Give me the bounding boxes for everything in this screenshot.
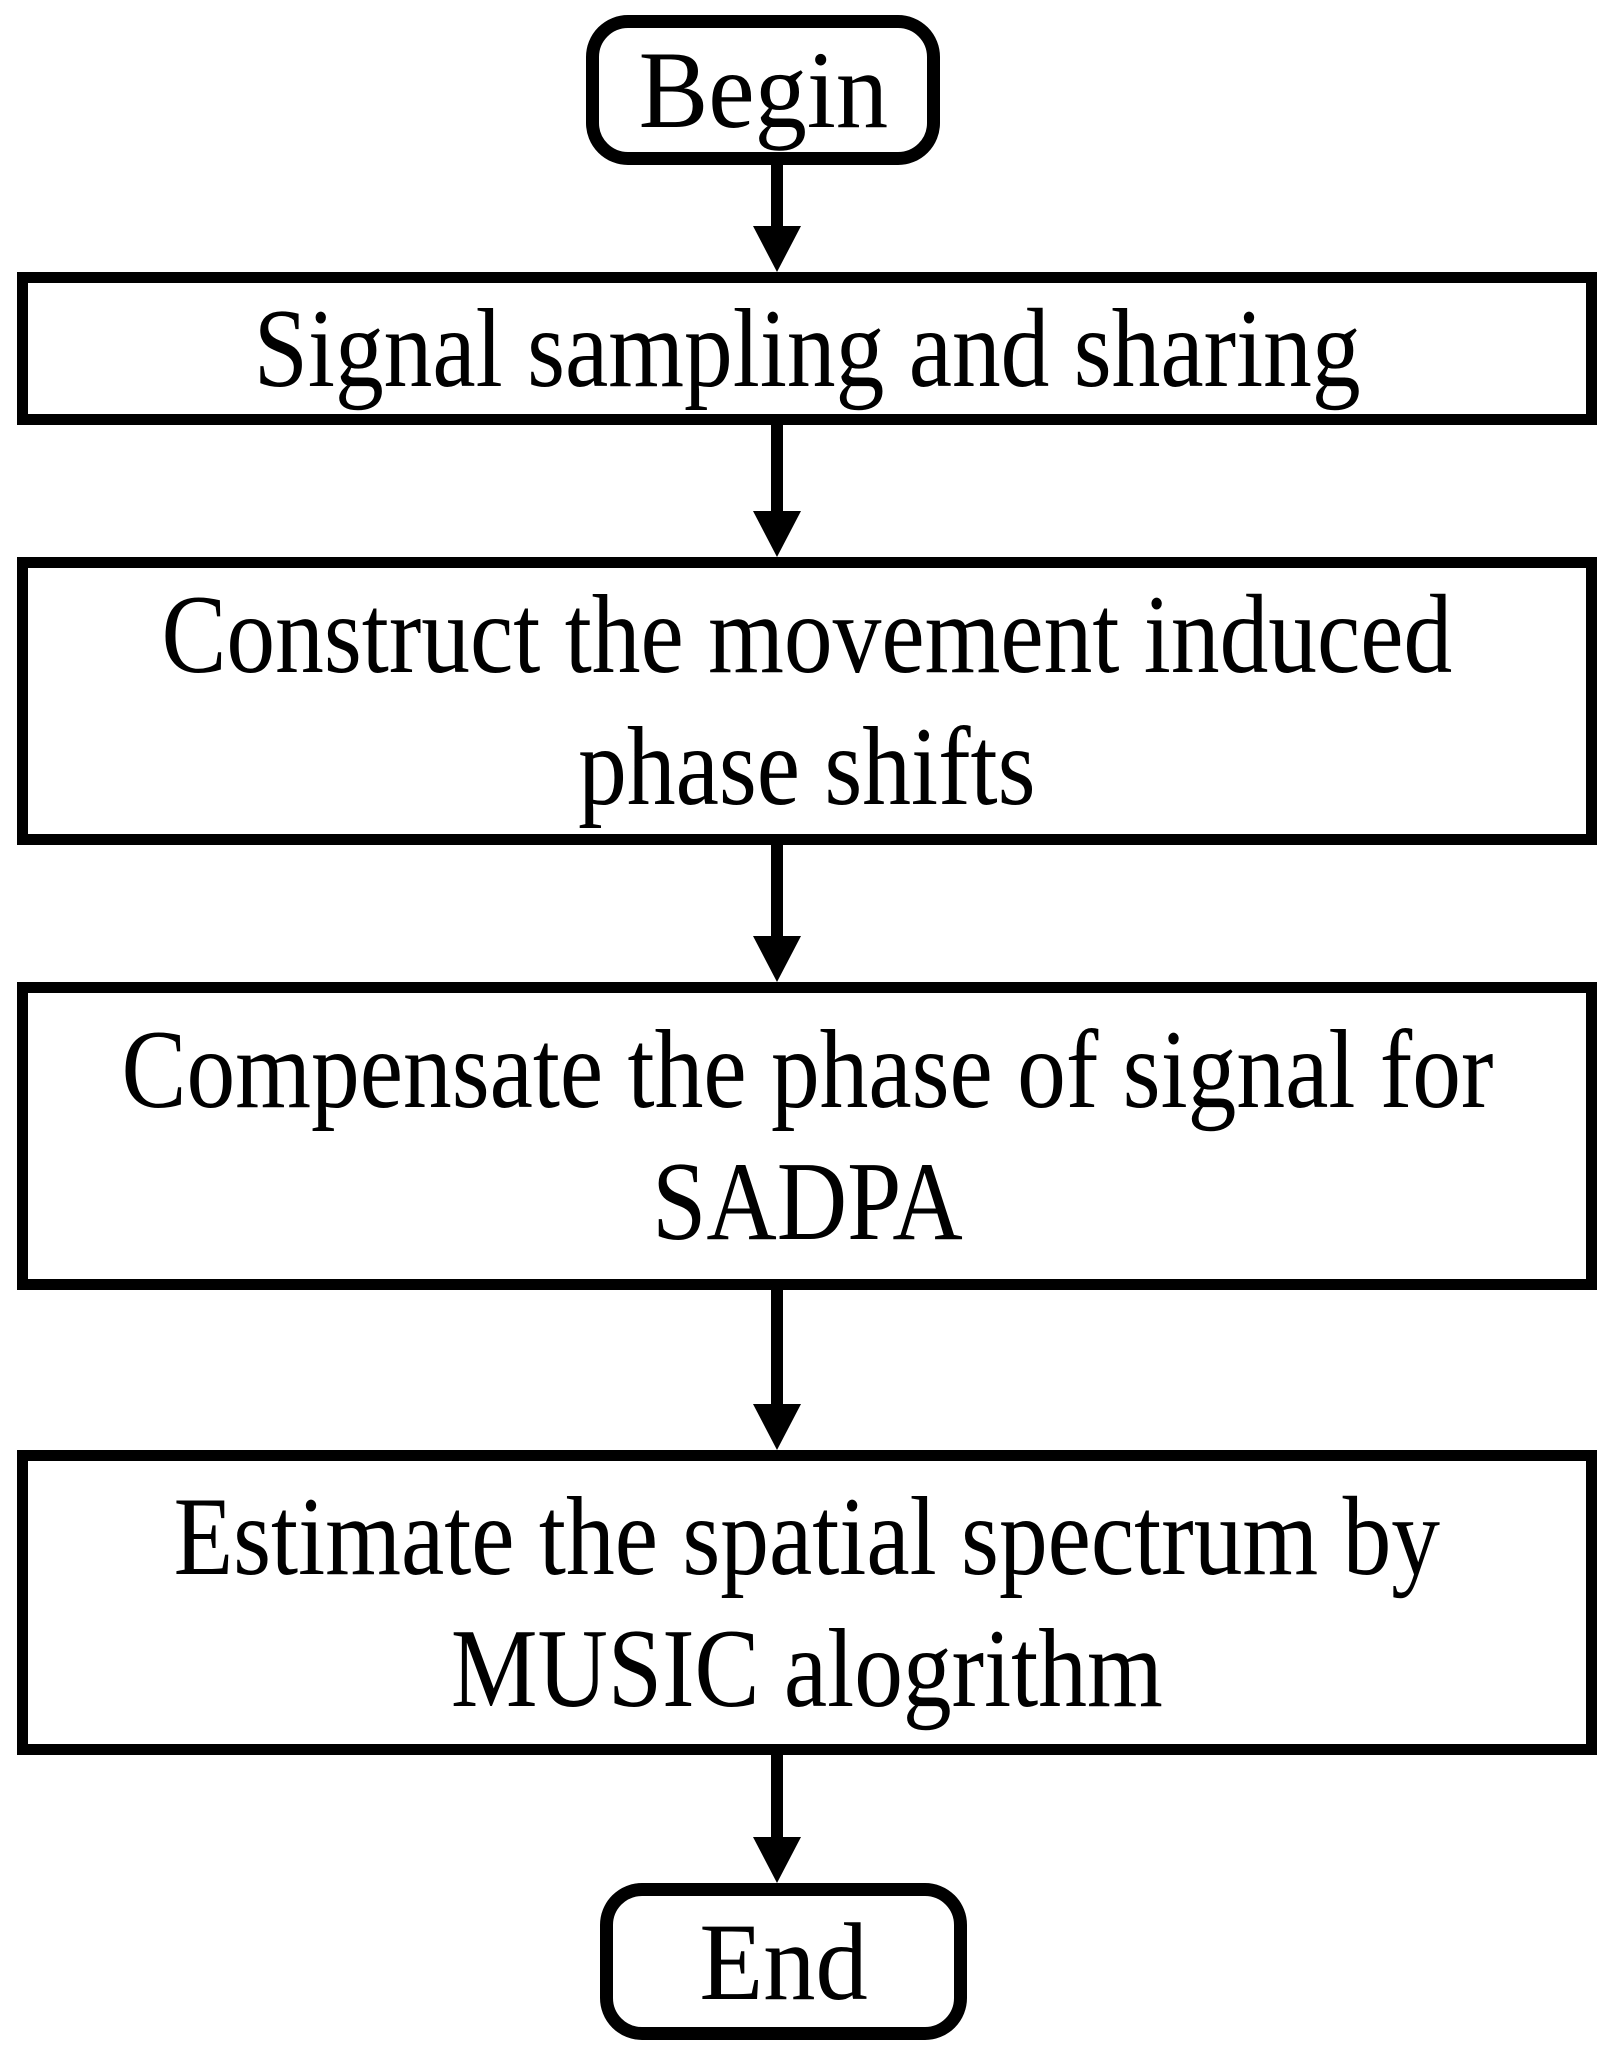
arrow-down-icon bbox=[753, 936, 801, 982]
arrow-down-icon bbox=[753, 226, 801, 272]
connector-step1-step2 bbox=[771, 425, 783, 515]
process-signal-sampling-text: Signal sampling and sharing bbox=[254, 283, 1361, 415]
connector-step3-step4 bbox=[771, 1290, 783, 1408]
process-estimate-spectrum-text: Estimate the spatial spectrum by MUSIC a… bbox=[174, 1471, 1440, 1735]
process-signal-sampling: Signal sampling and sharing bbox=[17, 272, 1597, 425]
process-compensate-phase-line2: SADPA bbox=[651, 1140, 963, 1264]
arrow-down-icon bbox=[753, 1404, 801, 1450]
connector-step2-step3 bbox=[771, 845, 783, 940]
process-estimate-spectrum-line2: MUSIC alogrithm bbox=[451, 1606, 1163, 1731]
process-estimate-spectrum: Estimate the spatial spectrum by MUSIC a… bbox=[17, 1450, 1597, 1755]
process-construct-phase-shifts: Construct the movement induced phase shi… bbox=[17, 557, 1597, 845]
process-construct-phase-shifts-text: Construct the movement induced phase shi… bbox=[162, 569, 1453, 833]
begin-node: Begin bbox=[586, 15, 940, 165]
process-signal-sampling-line1: Signal sampling and sharing bbox=[253, 286, 1361, 411]
connector-begin-step1 bbox=[771, 165, 783, 230]
process-compensate-phase-line1: Compensate the phase of signal for bbox=[121, 1008, 1493, 1132]
process-compensate-phase: Compensate the phase of signal for SADPA bbox=[17, 982, 1597, 1290]
begin-label: Begin bbox=[638, 29, 888, 151]
arrow-down-icon bbox=[753, 1837, 801, 1883]
process-estimate-spectrum-line1: Estimate the spatial spectrum by bbox=[173, 1474, 1441, 1599]
process-construct-phase-shifts-line2: phase shifts bbox=[578, 705, 1036, 829]
process-construct-phase-shifts-line1: Construct the movement induced bbox=[161, 573, 1453, 697]
end-label: End bbox=[699, 1900, 868, 2023]
end-node: End bbox=[600, 1883, 967, 2040]
process-compensate-phase-text: Compensate the phase of signal for SADPA bbox=[121, 1004, 1493, 1268]
connector-step4-end bbox=[771, 1755, 783, 1841]
arrow-down-icon bbox=[753, 511, 801, 557]
